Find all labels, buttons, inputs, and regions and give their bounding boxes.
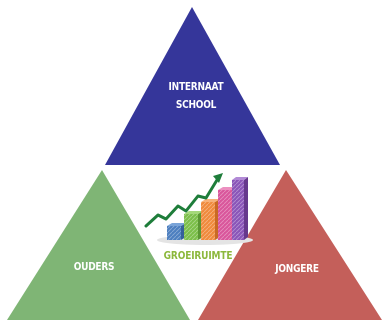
growth-arrow-icon [144,173,223,228]
right-triangle-label: JONGERE [275,262,319,275]
left-triangle [7,170,190,320]
chart-bar-3 [201,199,220,240]
top-triangle [105,7,280,165]
chart-bar-1 [167,223,186,240]
chart-bar-5 [232,177,248,240]
right-triangle [198,170,382,320]
chart-bar-2 [184,211,203,240]
top-triangle-label: INTERNAAT SCHOOL [151,78,241,114]
center-label: GROEIRUIMTE [163,249,233,262]
top-label-line2: SCHOOL [175,98,217,111]
left-triangle-label: OUDERS [73,260,115,273]
growth-bar-chart-icon [144,173,253,245]
top-label-line1: INTERNAAT [168,80,224,93]
